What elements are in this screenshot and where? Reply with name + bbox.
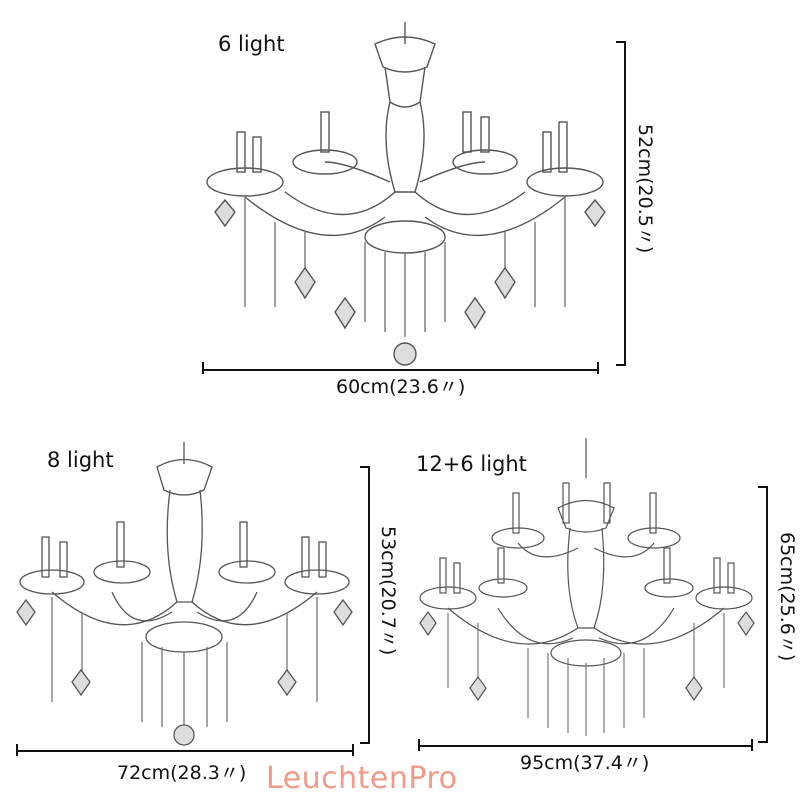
width-dimension-line	[418, 745, 753, 747]
height-tick-top	[758, 486, 768, 488]
chandelier-panel-6-light: 6 light	[202, 22, 656, 398]
height-label: 65cm(25.6〃)	[776, 532, 798, 662]
width-dimension-line	[202, 369, 598, 371]
height-tick-top	[616, 41, 626, 43]
height-label: 53cm(20.7〃)	[377, 526, 399, 656]
chandelier-panel-8-light: 8 light	[0, 400, 400, 800]
chandelier-sketch-12-6-light	[419, 438, 755, 736]
width-tick-right	[352, 744, 354, 756]
width-tick-left	[202, 362, 204, 374]
brand-watermark: LeuchtenPro	[266, 761, 458, 796]
chandelier-sketch-6-light	[206, 22, 606, 366]
height-tick-top	[360, 466, 370, 468]
chandelier-name: 12+6 light	[416, 452, 527, 476]
width-label: 72cm(28.3〃)	[117, 762, 247, 784]
width-label: 60cm(23.6〃)	[336, 376, 466, 398]
height-tick-bottom	[616, 364, 626, 366]
chandelier-panel-12-6-light: 12+6 light	[400, 400, 800, 800]
height-tick-bottom	[758, 741, 768, 743]
height-tick-bottom	[360, 742, 370, 744]
width-label: 95cm(37.4〃)	[520, 752, 650, 774]
width-tick-right	[597, 362, 599, 374]
width-dimension-line	[16, 750, 354, 752]
height-dimension-line	[368, 466, 370, 744]
chandelier-name: 8 light	[47, 448, 114, 472]
height-dimension-line	[766, 486, 768, 743]
chandelier-sketch-8-light	[16, 442, 353, 746]
height-label: 52cm(20.5〃)	[634, 124, 656, 254]
width-tick-right	[751, 739, 753, 751]
height-dimension-line	[624, 41, 626, 366]
chandelier-name: 6 light	[218, 32, 285, 56]
